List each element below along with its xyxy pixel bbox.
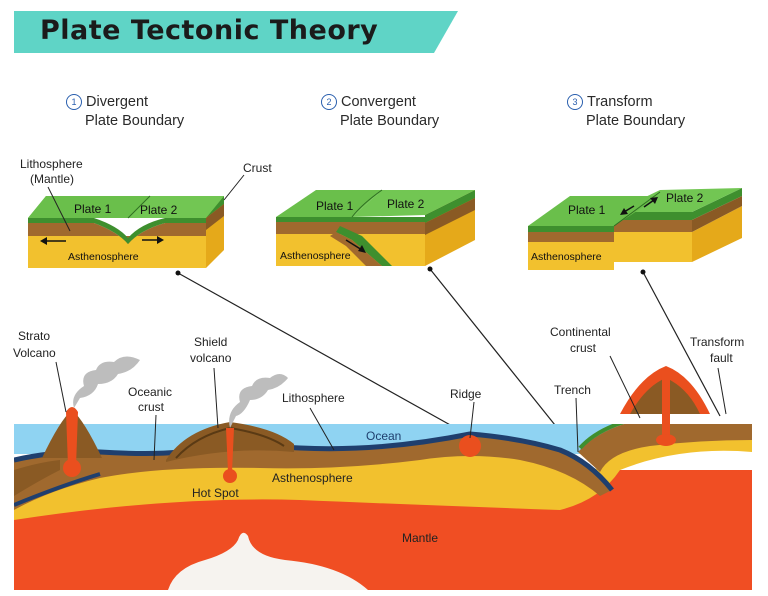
transform-number-badge: 3 (567, 94, 583, 110)
transform-fault-label-1: Transform (690, 335, 744, 349)
transform-heading-line1: Transform (587, 94, 653, 110)
core-white-region (168, 532, 368, 590)
oceanic-crust (14, 431, 614, 492)
convergent-plate2-label: Plate 2 (387, 197, 425, 211)
transform-heading-line2: Plate Boundary (586, 113, 686, 129)
trench-label: Trench (554, 383, 591, 397)
continental-crust (578, 424, 752, 472)
transform-block: Plate 1 Plate 2 Asthenosphere (528, 188, 742, 270)
convergent-block: Plate 1 Plate 2 Asthenosphere (276, 189, 475, 266)
continental-crust-label-2: crust (570, 341, 597, 355)
shield-volcano-label-2: volcano (190, 351, 232, 365)
divergent-block: Plate 1 Plate 2 Asthenosphere Lithospher… (20, 157, 272, 268)
oceanic-crust-label-2: crust (138, 400, 165, 414)
crust-label: Crust (243, 161, 272, 175)
page-title: Plate Tectonic Theory (40, 15, 379, 46)
connector-lines (177, 268, 721, 451)
divergent-plate1-label: Plate 1 (74, 202, 112, 216)
lithosphere-mantle-label-2: (Mantle) (30, 172, 74, 186)
transform-plate1-label: Plate 1 (568, 203, 606, 217)
divergent-asthenosphere-label: Asthenosphere (68, 251, 139, 263)
lithosphere-label: Lithosphere (282, 391, 345, 405)
lithosphere-mantle-label-1: Lithosphere (20, 157, 83, 171)
transform-plate2-label: Plate 2 (666, 191, 704, 205)
convergent-asthenosphere-label: Asthenosphere (280, 250, 351, 262)
convergent-heading-line2: Plate Boundary (340, 113, 440, 129)
asthenosphere-layer (14, 424, 752, 520)
transform-plate-top (528, 196, 660, 226)
hot-spot-label: Hot Spot (192, 486, 239, 500)
convergent-plate-top (276, 190, 382, 217)
divergent-heading-line2: Plate Boundary (85, 113, 185, 129)
continental-crust-label-1: Continental (550, 325, 611, 339)
divergent-plate2-label: Plate 2 (140, 203, 178, 217)
convergent-plate1-label: Plate 1 (316, 199, 354, 213)
ridge-label: Ridge (450, 387, 482, 401)
shield-volcano-label-1: Shield (194, 335, 227, 349)
divergent-heading-line1: Divergent (86, 94, 149, 110)
divergent-number-badge: 1 (66, 94, 82, 110)
oceanic-crust-label-1: Oceanic (128, 385, 172, 399)
title-banner-shape (14, 11, 458, 53)
convergent-number-badge: 2 (321, 94, 337, 110)
cross-section: Strato Volcano Shield volcano Oceanic cr… (13, 325, 752, 590)
ocean-label: Ocean (366, 429, 401, 443)
ridge-magma (459, 435, 481, 457)
transform-fault-label-2: fault (710, 351, 733, 365)
asthenosphere-label: Asthenosphere (272, 471, 353, 485)
divergent-lithosphere-face (28, 223, 206, 244)
title-banner: Plate Tectonic Theory (14, 11, 458, 53)
transform-asthenosphere-label: Asthenosphere (531, 251, 602, 263)
strato-volcano-label-1: Strato (18, 329, 50, 343)
mantle-label: Mantle (402, 531, 438, 545)
convergent-heading-line1: Convergent (341, 94, 416, 110)
strato-volcano-label-2: Volcano (13, 346, 56, 360)
